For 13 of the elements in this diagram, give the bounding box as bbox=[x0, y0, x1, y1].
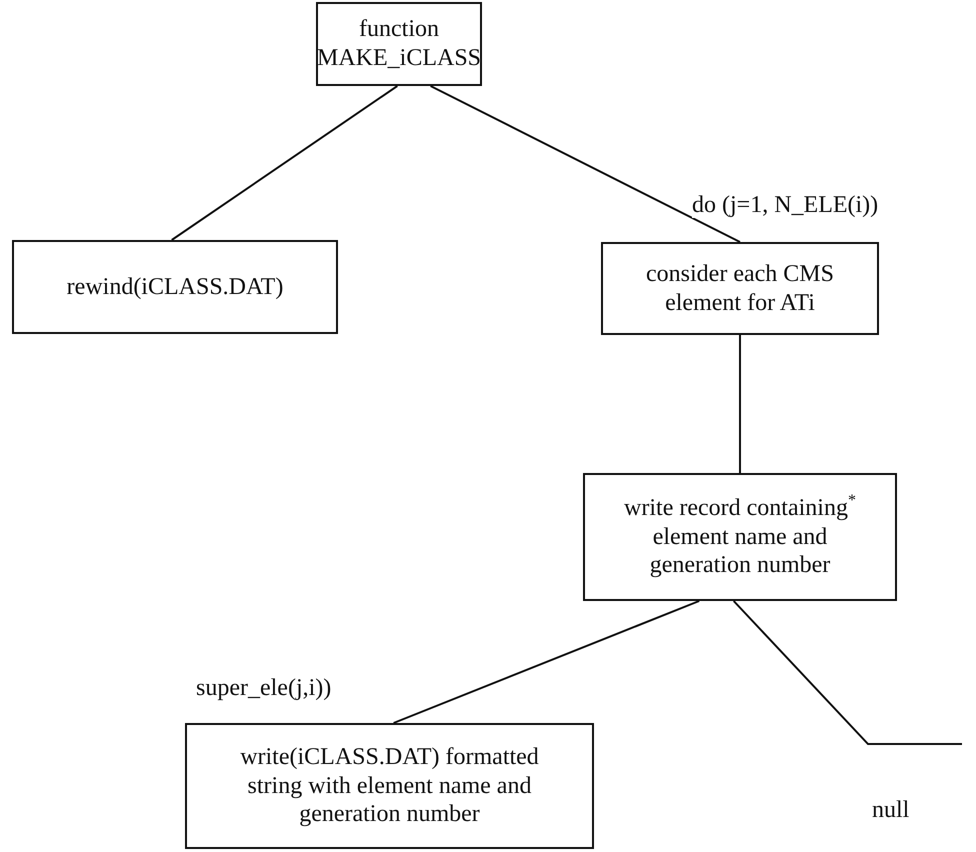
connector-line bbox=[733, 600, 962, 745]
process-box: rewind(iCLASS.DAT) bbox=[12, 240, 338, 334]
connector-line bbox=[393, 600, 700, 724]
node-text: null bbox=[872, 797, 910, 824]
process-box: write record containing$^{*}$ element name and generation number bbox=[583, 473, 897, 601]
connector-line bbox=[171, 85, 398, 241]
connector-line bbox=[430, 85, 740, 243]
edge-label: super_ele(j,i)) bbox=[196, 675, 332, 702]
process-box: consider each CMS element for ATi bbox=[601, 242, 879, 335]
edge-label: do (j=1, N_ELE(i)) bbox=[692, 192, 878, 218]
process-box: function MAKE_iCLASS bbox=[316, 2, 482, 86]
connector-line bbox=[739, 335, 741, 473]
process-box: write(iCLASS.DAT) formatted string with element name and generation number bbox=[185, 723, 594, 849]
